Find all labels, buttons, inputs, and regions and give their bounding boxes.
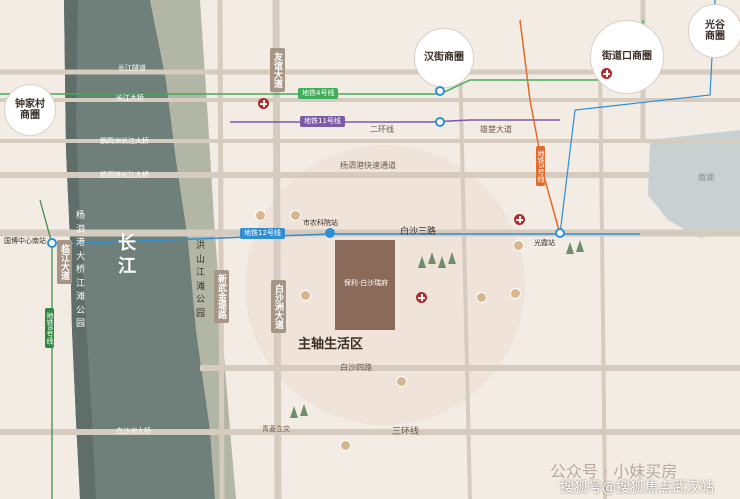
road-xiongchu: 雄楚大道	[480, 125, 512, 134]
changjiang-label: 长 江	[118, 233, 136, 278]
road-baisha-san: 白沙三路	[400, 227, 437, 237]
road-baishazhou: 白沙洲大道	[271, 280, 286, 333]
metro-icon	[325, 228, 335, 238]
road-yangsigang-fast: 杨泗港快速通道	[340, 161, 396, 170]
tree-icon	[290, 406, 298, 418]
yangtze-river	[64, 0, 215, 499]
school-icon	[510, 288, 521, 299]
station-guangming: 光霞站	[534, 239, 555, 247]
road-youyi: 友谊大道	[270, 48, 285, 92]
road-changjiang-bridge: 长江大桥	[116, 94, 144, 102]
hongshan-park-label: 洪 山 江 滩 公 园	[196, 241, 206, 319]
school-icon	[300, 290, 311, 301]
river-west-bank	[64, 0, 96, 499]
metro-tag-line5: 地铁5号线	[536, 146, 545, 187]
station-shinongke: 市农科院站	[303, 219, 338, 227]
metro-icon	[435, 86, 445, 96]
nanhu-lake	[648, 130, 740, 238]
metro-icon	[47, 238, 57, 248]
tree-icon	[566, 242, 574, 254]
road-baishazhou-bridge: 白沙洲大桥	[116, 427, 151, 435]
road-yingwuzhou-bridge: 鹦鹉洲长江大桥	[100, 137, 149, 145]
yangsigang-park-label: 杨 泗 港 大 桥 江 滩 公 园	[76, 211, 86, 329]
road-changjiang-tunnel: 长江隧道	[118, 64, 146, 72]
sohu-watermark: 搜狐号@搜狐焦点武汉站	[560, 480, 714, 496]
road-linjiang: 临江大道	[57, 240, 72, 284]
hospital-icon	[601, 68, 612, 79]
school-icon	[290, 210, 301, 221]
road-yangsigang-bridge: 杨泗港长江大桥	[100, 171, 149, 179]
jiedaokou-area: 街道口商圈	[590, 20, 664, 94]
wechat-watermark: 公众号 · 小妹买房	[550, 462, 678, 481]
school-icon	[476, 292, 487, 303]
school-icon	[396, 376, 407, 387]
zhongjiacun-area: 钟家村 商圈	[4, 84, 56, 136]
tree-icon	[418, 256, 426, 268]
road-erhuan: 二环线	[370, 125, 394, 134]
guanggu-area: 光谷 商圈	[688, 4, 740, 58]
hospital-icon	[416, 292, 427, 303]
tree-icon	[448, 252, 456, 264]
station-guoboguan: 国博中心南站	[4, 237, 46, 245]
tree-icon	[438, 256, 446, 268]
metro-tag-line11: 地铁11号线	[300, 116, 345, 127]
tree-icon	[428, 252, 436, 264]
metro-tag-line6: 地铁6号线	[45, 308, 54, 349]
school-icon	[340, 440, 351, 451]
school-icon	[513, 240, 524, 251]
metro-tag-line12: 地铁12号线	[240, 228, 285, 239]
nanhu-label: 南湖	[698, 173, 714, 182]
metro-line-12	[59, 233, 640, 245]
metro-icon	[435, 117, 445, 127]
metro-icon	[555, 228, 565, 238]
road-qingling: 青菱立交	[262, 425, 290, 433]
main-axis-label: 主轴生活区	[298, 337, 364, 352]
road-baisha-si: 白沙四路	[340, 363, 372, 372]
tree-icon	[576, 240, 584, 252]
hospital-icon	[258, 98, 269, 109]
road-sanhuan: 三环线	[392, 427, 420, 437]
river-east-park	[150, 0, 236, 499]
road-xinwujin: 新武金堤路	[214, 270, 229, 323]
school-icon	[255, 210, 266, 221]
metro-tag-line4: 地铁4号线	[298, 88, 339, 99]
tree-icon	[300, 404, 308, 416]
hospital-icon	[514, 214, 525, 225]
project-block	[335, 240, 395, 330]
hanjie-area: 汉街商圈	[414, 28, 474, 88]
metro-line-5	[519, 19, 561, 235]
project-name: 保利·白沙瑞府	[343, 279, 389, 287]
